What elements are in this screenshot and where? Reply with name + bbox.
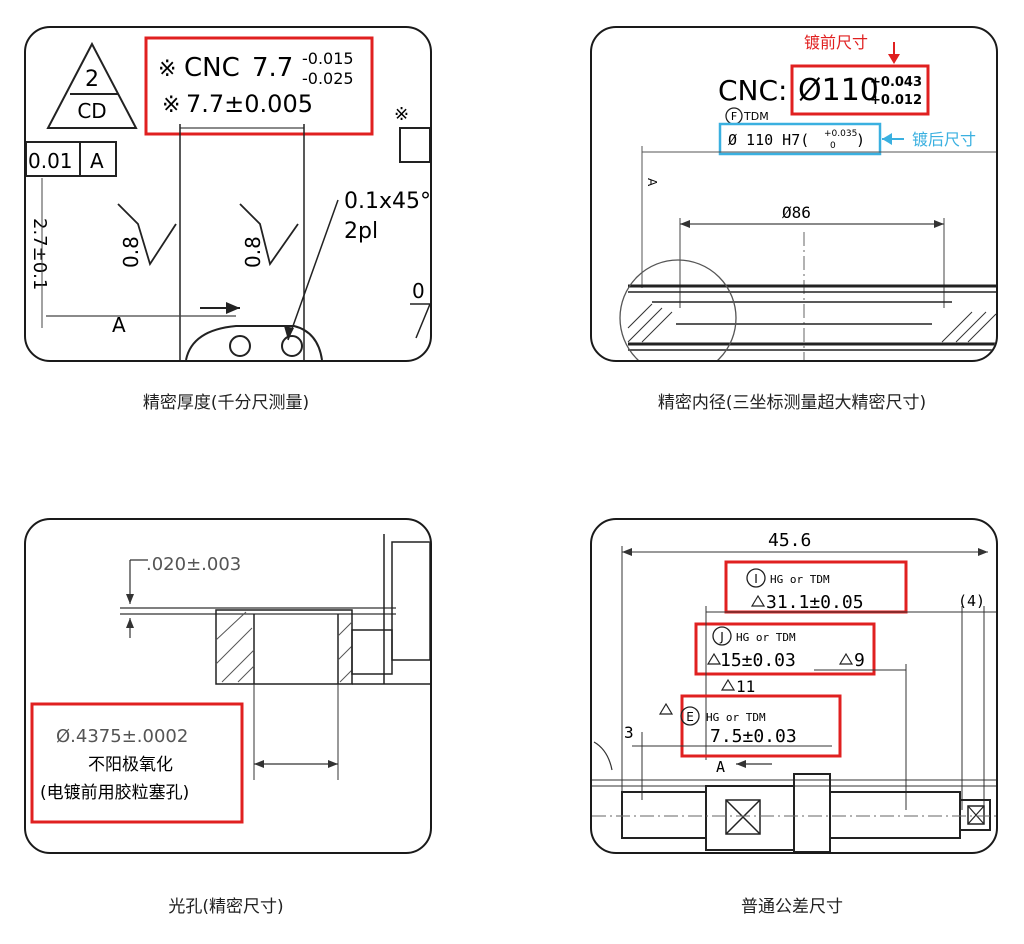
after-tolerance-lower: 0 [830,141,836,151]
triangle-code: CD [77,99,106,123]
box2-note: HG or TDM [736,631,796,644]
after-tolerance-upper: +0.035 [824,129,857,139]
triangle-number: 2 [85,67,99,92]
box2-circle-letter: J [719,630,724,644]
roughness-1: 0.8 [119,236,143,268]
after-plating-dimension: Ø 110 H7( [728,131,809,149]
box1-circle-letter: I [754,572,758,586]
box2-dimension: 15±0.03 [720,650,796,671]
cnc-label: CNC: [718,74,787,107]
caption-precision-inner-diameter: 精密内径(三坐标测量超大精密尺寸) [657,393,927,413]
box3-dimension: 7.5±0.03 [710,726,797,747]
section-label: A [716,758,725,776]
tolerance-lower: -0.025 [302,69,354,88]
left-dimension: 3 [624,723,634,742]
plug-note: (电镀前用胶粒塞孔) [40,783,189,803]
drawing-general-tolerance: 45.6 I HG or TDM 31.1±0.05 (4) J HG or T… [592,530,996,852]
right-zero: 0 [412,279,425,303]
panel-precision-inner-diameter: 镀前尺寸 CNC: Ø110 +0.043 +0.012 F TDM Ø 110… [590,26,998,362]
label-after-plating: 镀后尺寸 [912,130,976,149]
star-mark-2: ※ [162,93,180,118]
panel-precision-thickness: 2 CD ※ CNC 7.7 -0.015 -0.025 ※ 7.7±0.005… [24,26,432,362]
label-before-plating: 镀前尺寸 [804,33,868,52]
box3-circle-letter: E [686,710,694,724]
middle-dimension: 11 [736,677,755,696]
dimension-secondary: 7.7±0.005 [186,90,313,118]
caption-general-tolerance: 普通公差尺寸 [741,897,843,917]
chamfer-count: 2pl [344,219,378,244]
panel-through-hole: .020±.003 Ø.4375± [24,518,432,854]
diameter-value: Ø110 [798,73,879,108]
hole-dimension: Ø.4375±.0002 [56,726,188,747]
chamfer-note: 0.1x45° [344,189,430,214]
diameter-86: Ø86 [782,203,811,222]
tolerance-upper: -0.015 [302,49,354,68]
panel-general-tolerance: 45.6 I HG or TDM 31.1±0.05 (4) J HG or T… [590,518,998,854]
cnc-label: CNC [184,53,240,83]
box2-right-dimension: 9 [854,650,865,671]
tdm-circle-letter: F [731,110,737,123]
box1-note: HG or TDM [770,573,830,586]
roughness-2: 0.8 [241,236,265,268]
tolerance-upper: +0.043 [870,75,922,90]
side-dimension: 2.7±0.1 [29,218,50,290]
star-mark: ※ [158,57,176,82]
drawing-precision-inner-diameter: 镀前尺寸 CNC: Ø110 +0.043 +0.012 F TDM Ø 110… [619,33,996,360]
overall-dimension: 45.6 [768,530,811,551]
datum-a-label: A [112,313,126,337]
top-dimension: .020±.003 [146,554,241,575]
box3-note: HG or TDM [706,711,766,724]
tdm-text: TDM [743,110,769,123]
drawing-precision-thickness: 2 CD ※ CNC 7.7 -0.015 -0.025 ※ 7.7±0.005… [26,36,430,360]
right-dimension: (4) [958,592,985,610]
star-mark-right: ※ [394,104,409,125]
after-close-paren: ) [856,131,865,149]
drawing-through-hole: .020±.003 Ø.4375± [30,534,430,824]
box1-dimension: 31.1±0.05 [766,592,864,613]
caption-through-hole: 光孔(精密尺寸) [168,897,284,917]
frame-datum: A [90,149,104,173]
tolerance-lower: +0.012 [870,93,922,108]
side-mark: A [645,178,659,187]
caption-precision-thickness: 精密厚度(千分尺测量) [142,393,310,413]
frame-tolerance: 0.01 [28,149,73,173]
no-anodize-note: 不阳极氧化 [88,755,173,775]
cnc-value: 7.7 [252,53,293,83]
